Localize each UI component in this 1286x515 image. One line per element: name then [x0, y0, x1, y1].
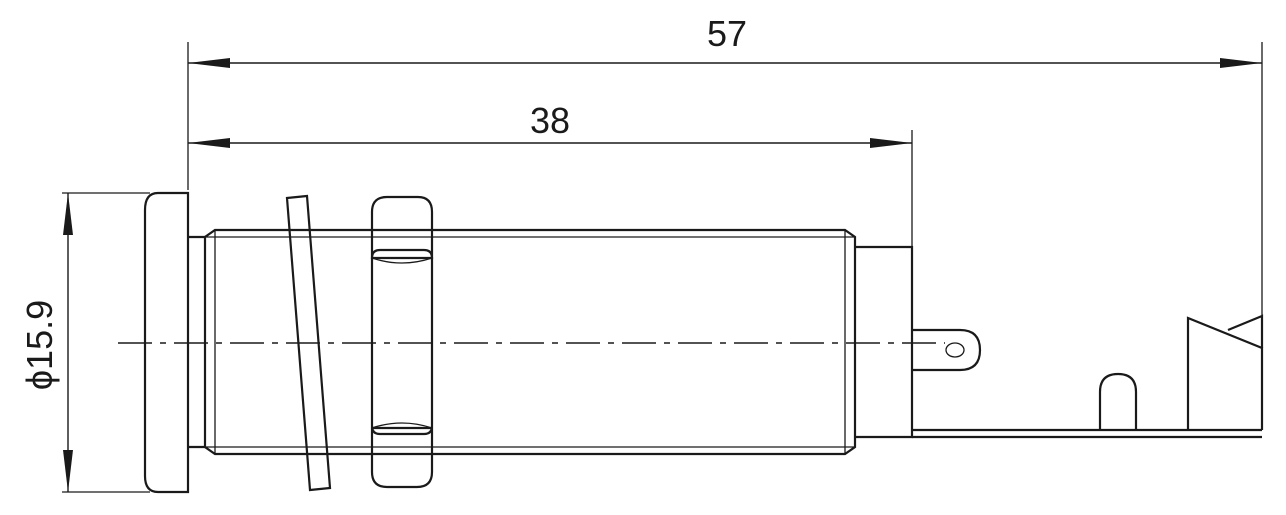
dimension-body-length: 38 — [188, 100, 912, 148]
spring-contact — [1186, 314, 1264, 430]
extension-lines — [62, 42, 1263, 493]
contact-strip — [912, 428, 1262, 439]
front-flange — [143, 191, 190, 494]
dimension-diameter: ϕ15.9 — [19, 193, 73, 492]
contact-bump — [1098, 372, 1138, 430]
threaded-body — [188, 228, 857, 456]
center-solder-lug — [912, 328, 982, 372]
diameter-label: ϕ15.9 — [19, 300, 60, 390]
rear-housing — [855, 245, 914, 439]
body-length-label: 38 — [530, 100, 570, 141]
lock-washer — [285, 194, 332, 492]
hex-nut — [370, 195, 434, 489]
dimension-overall-length: 57 — [188, 13, 1262, 68]
overall-length-label: 57 — [707, 13, 747, 54]
